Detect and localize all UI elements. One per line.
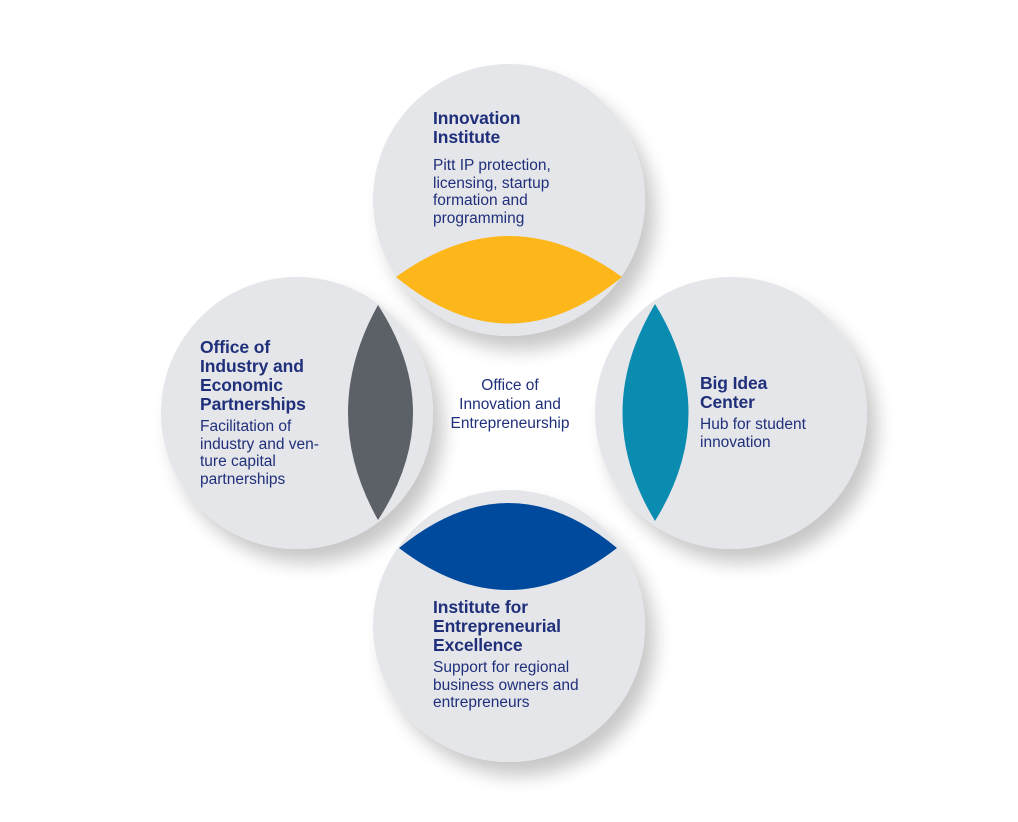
node-right-title: Big Idea Center (700, 374, 806, 412)
node-bottom-title: Institute for Entrepreneurial Excellence (433, 598, 579, 655)
desc-line: industry and ven- (200, 435, 319, 453)
title-line: Economic (200, 375, 283, 395)
node-right-description: Hub for student innovation (700, 416, 806, 451)
desc-line: licensing, startup (433, 174, 550, 192)
lens-bottom (399, 503, 617, 590)
node-top-description: Pitt IP protection, licensing, startup f… (433, 157, 551, 227)
node-left-title: Office of Industry and Economic Partners… (200, 338, 319, 414)
title-line: Industry and (200, 356, 304, 376)
desc-line: ture capital (200, 453, 276, 470)
node-bottom: Institute for Entrepreneurial Excellence… (433, 598, 579, 712)
lens-left (348, 305, 413, 520)
lens-right (622, 304, 689, 521)
title-line: Institute for (433, 597, 528, 617)
node-top: Innovation Institute Pitt IP protection,… (433, 109, 551, 227)
lens-top (396, 236, 622, 324)
node-left-description: Facilitation of industry and ven- ture c… (200, 418, 319, 488)
center-line: Innovation and (459, 396, 561, 413)
node-left: Office of Industry and Economic Partners… (200, 338, 319, 488)
node-top-title: Innovation Institute (433, 109, 551, 147)
desc-line: business owners and (433, 676, 579, 694)
desc-line: Pitt IP protection, (433, 157, 551, 174)
title-line: Center (700, 392, 755, 412)
node-right: Big Idea Center Hub for student innovati… (700, 374, 806, 451)
center-line: Entrepreneurship (450, 415, 570, 432)
title-line: Office of (200, 337, 271, 357)
center-line: Office of (481, 377, 539, 394)
title-line: Innovation (433, 108, 521, 128)
desc-line: Support for regional (433, 659, 570, 676)
desc-line: partnerships (200, 470, 286, 488)
node-bottom-description: Support for regional business owners and… (433, 659, 579, 712)
title-line: Excellence (433, 635, 523, 655)
center-label: Office of Innovation and Entrepreneurshi… (430, 376, 590, 433)
desc-line: programming (433, 209, 525, 227)
title-line: Partnerships (200, 394, 306, 414)
desc-line: Facilitation of (200, 418, 292, 435)
desc-line: Hub for student (700, 416, 806, 433)
desc-line: entrepreneurs (433, 694, 530, 711)
title-line: Institute (433, 127, 501, 147)
title-line: Big Idea (700, 373, 768, 393)
title-line: Entrepreneurial (433, 616, 561, 636)
desc-line: formation and (433, 192, 528, 209)
desc-line: innovation (700, 433, 771, 451)
